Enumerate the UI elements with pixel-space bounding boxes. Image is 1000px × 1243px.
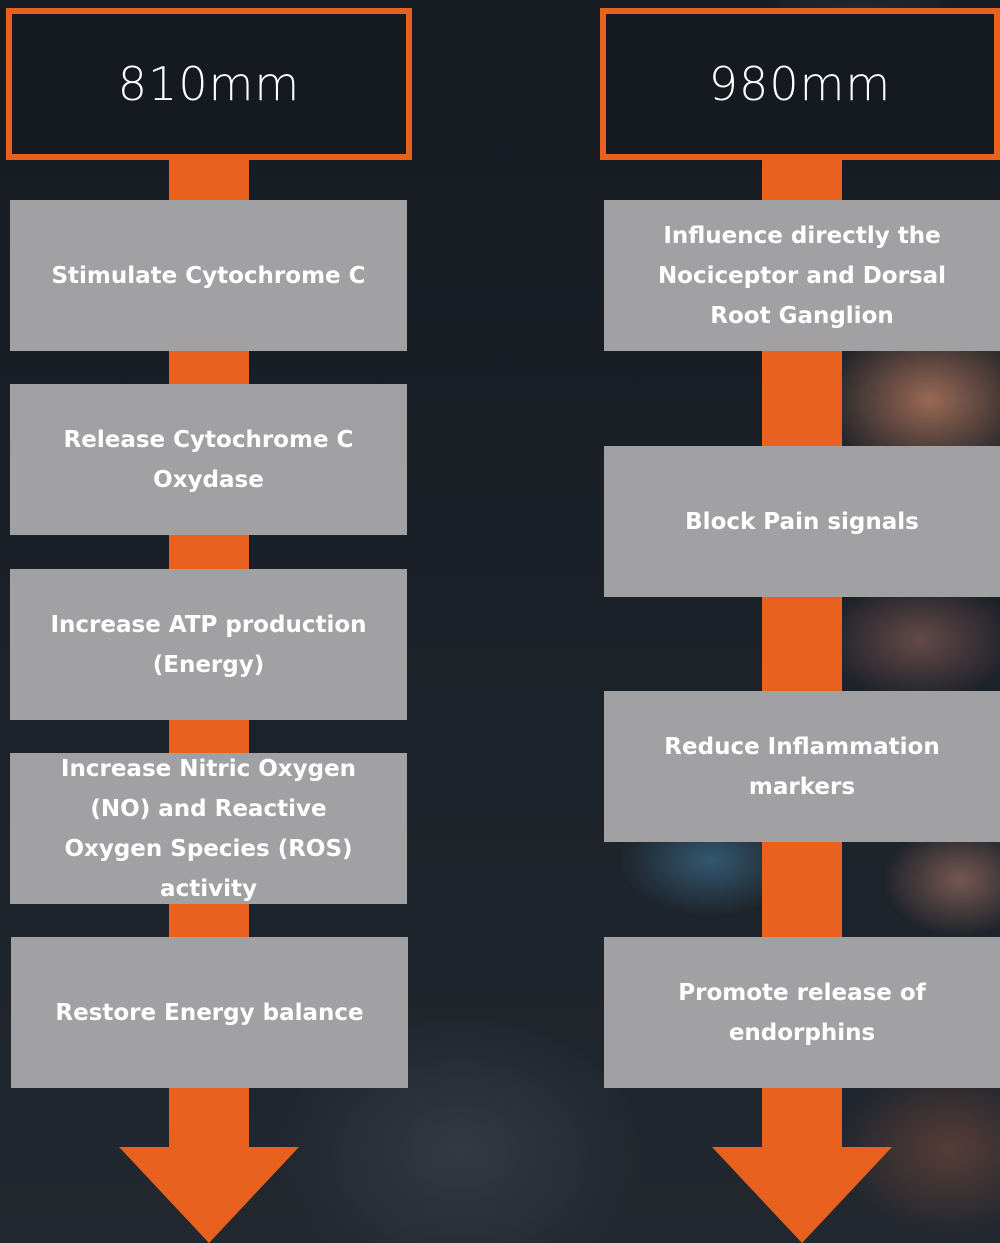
flow-step: Release Cytochrome C Oxydase [10,384,407,535]
arrow-down-icon [119,1147,299,1243]
flow-column-980: 980mm Influence directly the Nociceptor … [600,0,1000,1243]
flow-step: Increase ATP production (Energy) [10,569,407,720]
flow-step: Block Pain signals [604,446,1000,597]
flow-step: Reduce Inflammation markers [604,691,1000,842]
arrow-down-icon [712,1147,892,1243]
flow-step: Stimulate Cytochrome C [10,200,407,351]
flow-step: Restore Energy balance [11,937,408,1088]
flow-step: Increase Nitric Oxygen (NO) and Reactive… [10,753,407,904]
flow-step: Promote release of endorphins [604,937,1000,1088]
flow-step: Influence directly the Nociceptor and Do… [604,200,1000,351]
wavelength-label: 810mm [117,57,301,111]
wavelength-header: 810mm [6,8,412,160]
wavelength-header: 980mm [600,8,1000,160]
flow-column-810: 810mm Stimulate Cytochrome C Release Cyt… [6,0,412,1243]
wavelength-label: 980mm [708,57,892,111]
